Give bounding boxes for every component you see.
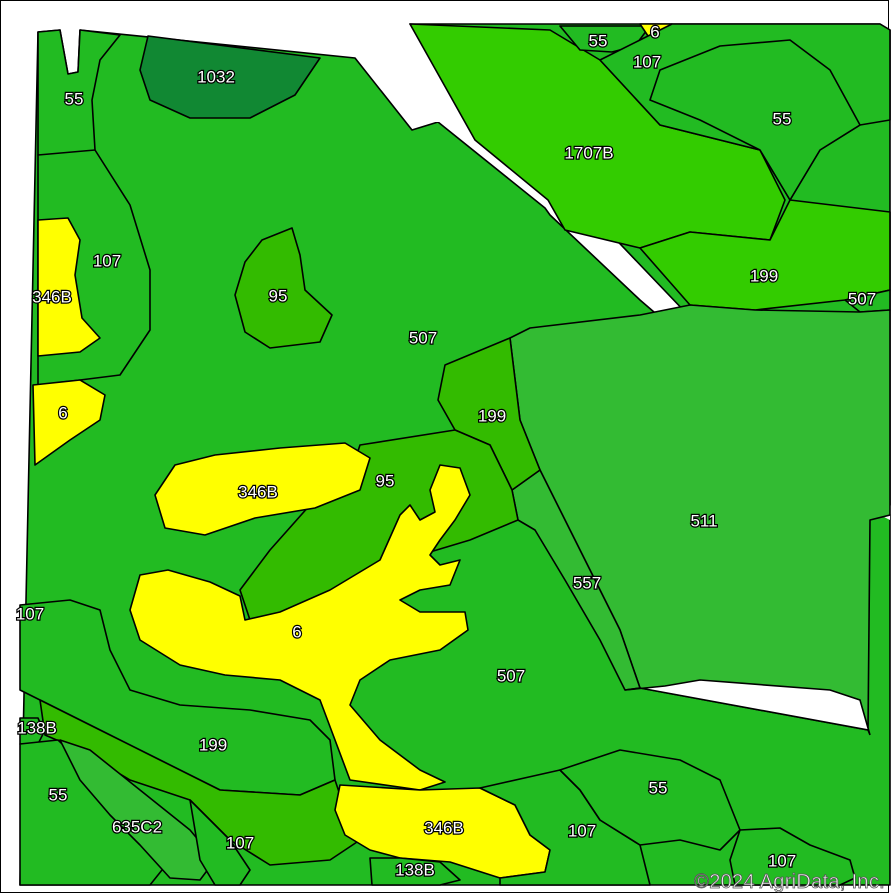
- soil-label-55-se: 55: [649, 778, 668, 797]
- soil-label-95-c: 95: [376, 471, 395, 490]
- soil-unit-6-c: [129, 464, 471, 791]
- soil-label-557: 557: [573, 573, 601, 592]
- soil-label-199-c: 199: [478, 406, 506, 425]
- soil-label-346b-c: 346B: [238, 482, 278, 501]
- soil-label-346b-s: 346B: [424, 818, 464, 837]
- soil-label-507-c: 507: [409, 328, 437, 347]
- field-notch: [624, 679, 871, 736]
- soil-label-199-ne: 199: [750, 266, 778, 285]
- soil-label-55-n: 55: [589, 31, 608, 50]
- copyright-notice: ©2024 AgriData, Inc.: [694, 871, 885, 894]
- soil-label-55-nw: 55: [65, 89, 84, 108]
- soil-unit-107-se: [729, 827, 856, 886]
- soil-label-107-sc: 107: [568, 821, 596, 840]
- soil-label-95-n: 95: [269, 286, 288, 305]
- soil-label-507-e: 507: [848, 289, 876, 308]
- soil-label-107-n: 107: [633, 52, 661, 71]
- soil-label-1707b: 1707B: [564, 143, 613, 162]
- soil-unit-635c2: [59, 739, 216, 881]
- soil-label-6-w: 6: [58, 403, 67, 422]
- soil-unit-138b-w: [19, 717, 45, 745]
- soil-label-346b-w: 346B: [32, 287, 72, 306]
- soil-label-55-sw: 55: [49, 785, 68, 804]
- soil-unit-346b-w: [37, 217, 101, 357]
- soil-label-507-s: 507: [497, 666, 525, 685]
- soil-unit-1032: [139, 35, 321, 119]
- soil-unit-107-s: [189, 799, 251, 886]
- soil-unit-138b-s: [369, 857, 461, 886]
- soil-label-1032: 1032: [197, 67, 235, 86]
- soil-label-635c2: 635C2: [112, 817, 162, 836]
- soil-unit-6-w: [32, 379, 106, 466]
- soil-label-511: 511: [690, 511, 717, 530]
- soil-label-107-s: 107: [226, 833, 254, 852]
- soil-label-55-ne: 55: [773, 109, 792, 128]
- soil-label-107-sw: 107: [16, 604, 44, 623]
- soil-label-6-c: 6: [292, 622, 301, 641]
- soil-label-138b-s: 138B: [395, 860, 435, 879]
- soil-label-199-sw: 199: [199, 735, 227, 754]
- soil-label-6-n: 6: [650, 22, 659, 41]
- soil-unit-346b-c: [154, 442, 371, 536]
- soil-label-138b-w: 138B: [17, 718, 57, 737]
- soil-label-107-se: 107: [768, 851, 796, 870]
- soil-unit-55-se: [559, 749, 741, 851]
- soil-label-107-w: 107: [93, 251, 121, 270]
- soil-unit-95-n: [234, 227, 333, 349]
